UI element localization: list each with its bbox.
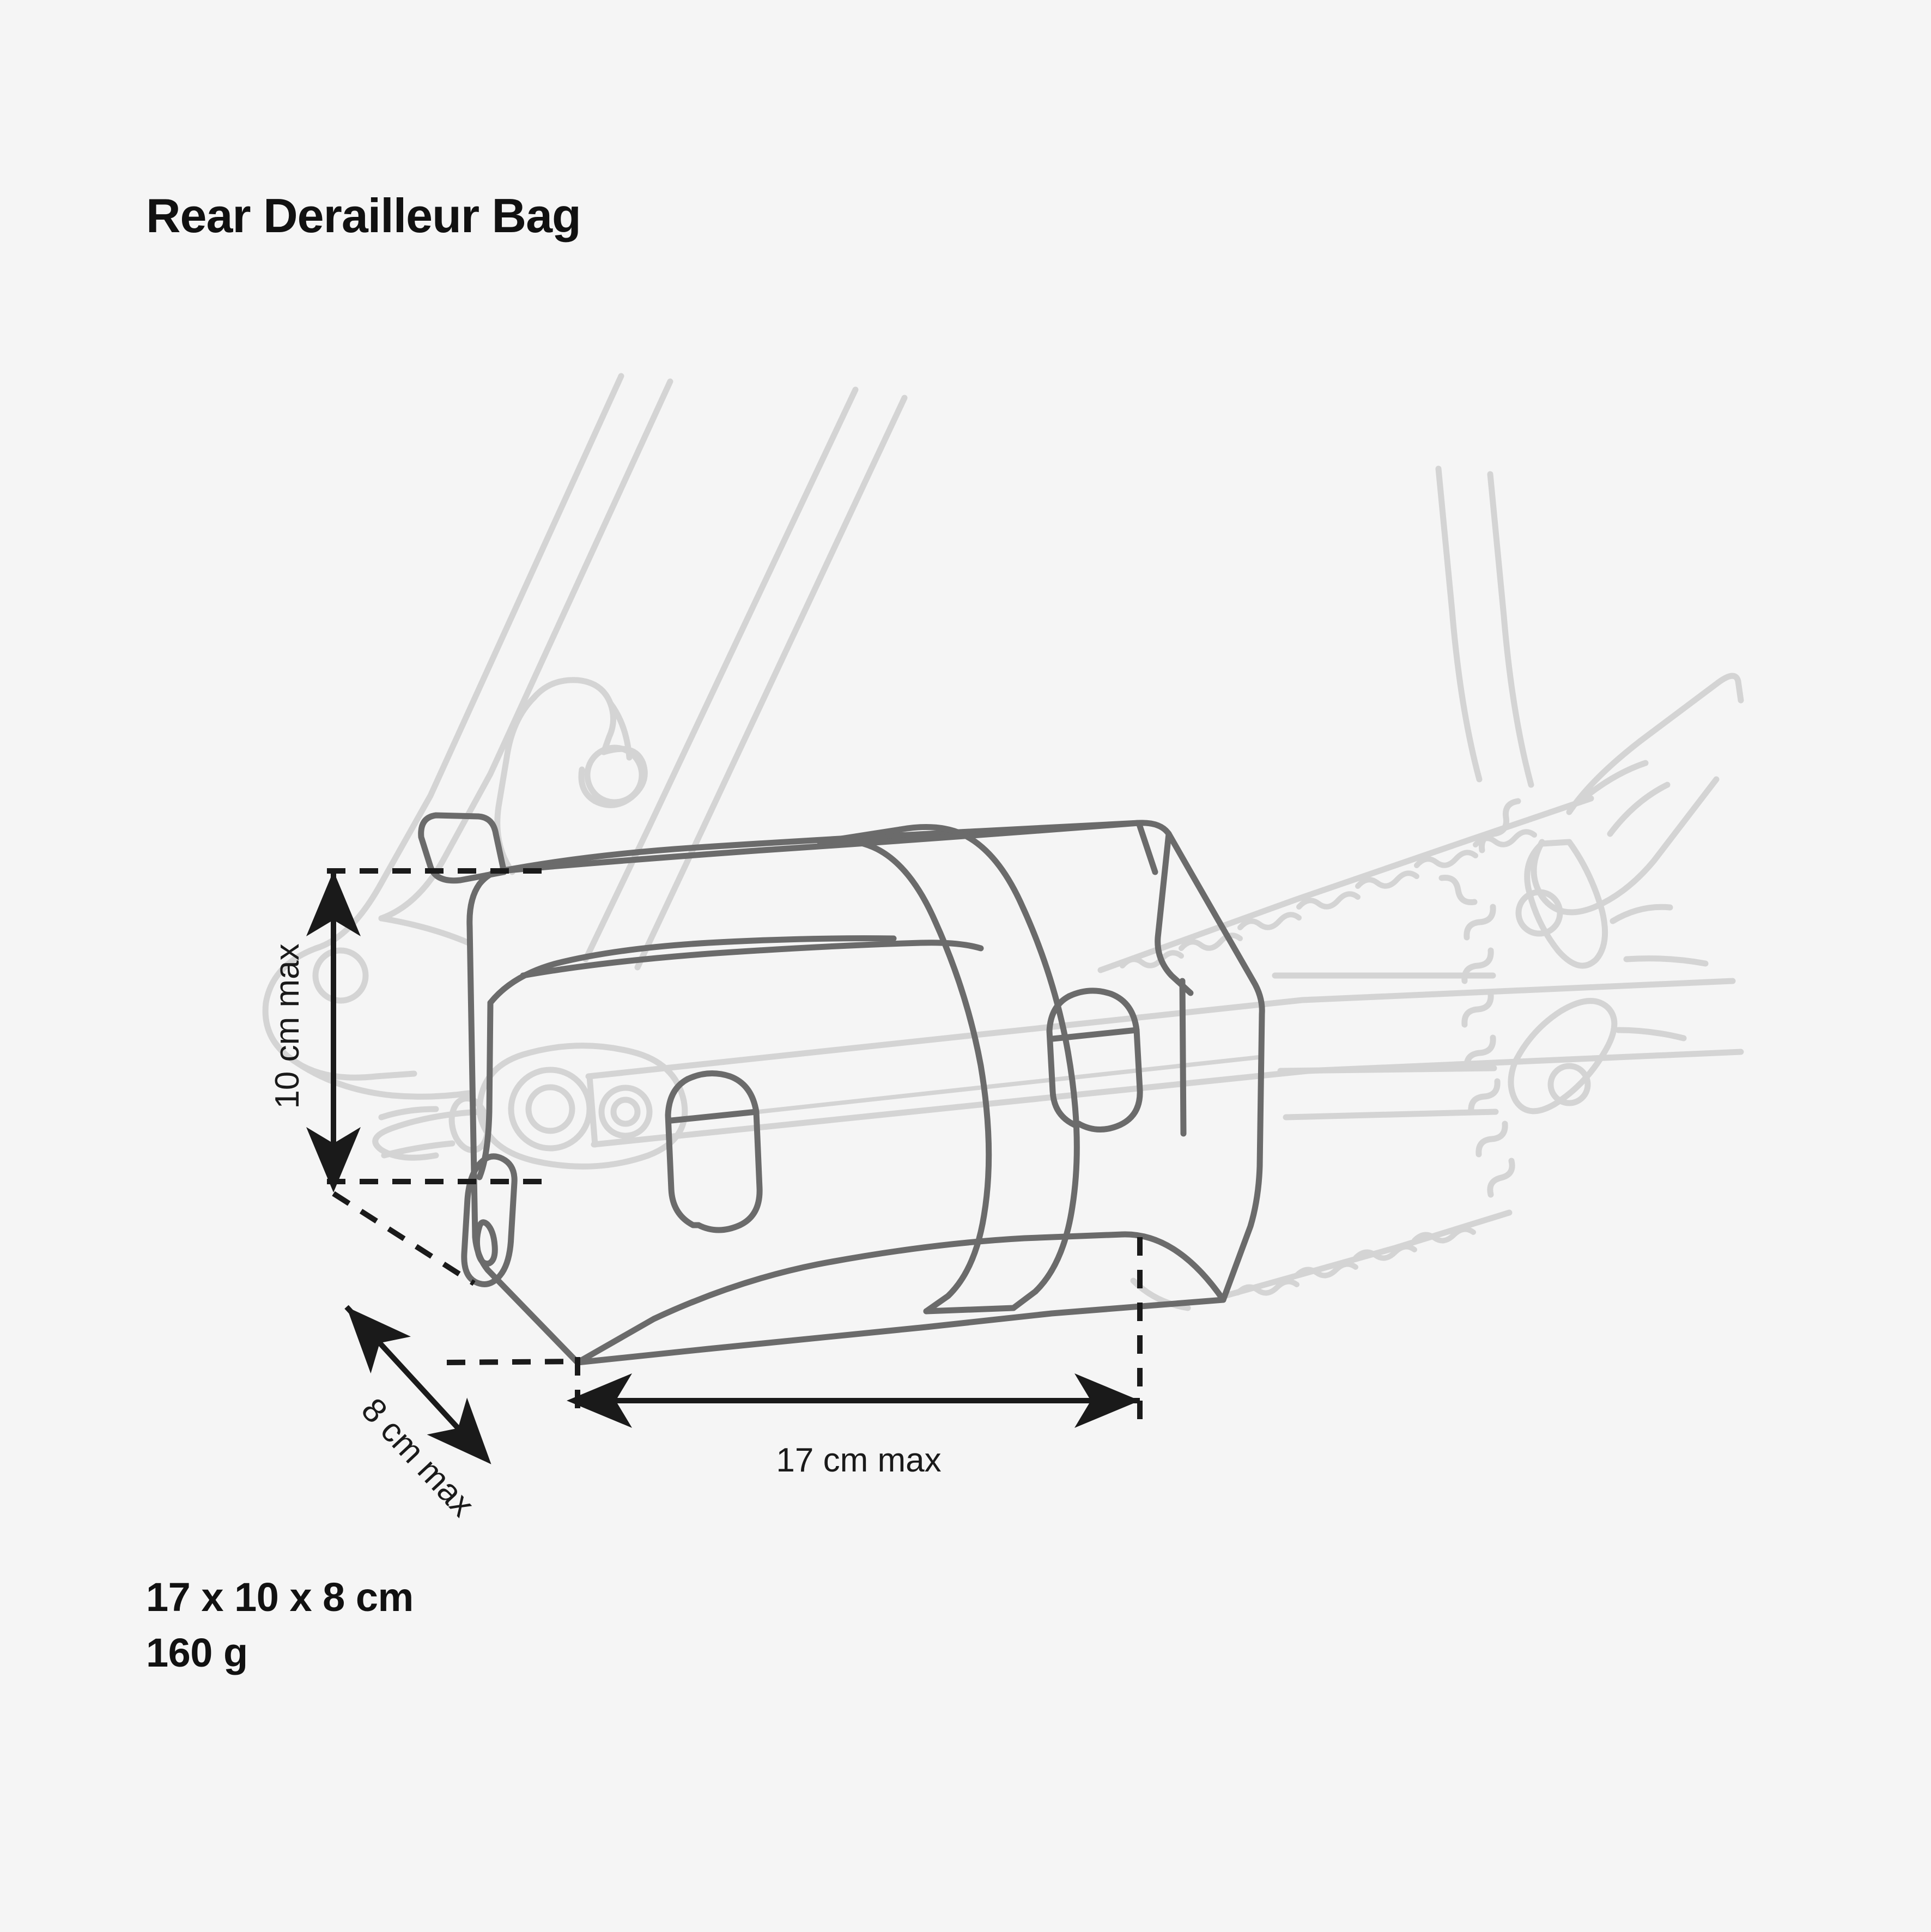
strap-loop-right [1046, 988, 1143, 1132]
derailleur-pulley-cage [476, 1043, 688, 1170]
bicycle-chain-lower [1217, 1209, 1513, 1300]
spec-dimensions: 17 x 10 x 8 cm [146, 1574, 414, 1620]
chain-stay-upper-tube [582, 386, 908, 971]
bag-top-seam [498, 820, 1142, 874]
bag-zipper-seam [520, 940, 984, 979]
seat-stay-right-tube [1435, 465, 1534, 788]
product-specs: 17 x 10 x 8 cm 160 g [146, 1570, 414, 1681]
bicycle-frame-illustration [262, 373, 1744, 1311]
bag-bottom-gusset [574, 1231, 1126, 1366]
depth-label: 8 cm max [354, 1391, 482, 1524]
page-title: Rear Derailleur Bag [146, 189, 581, 243]
chain-links-upper [1120, 829, 1537, 968]
bag-zipper-seam-secondary [487, 935, 897, 1006]
bag-bottom-right-edge [1119, 1231, 1226, 1303]
chainring [1272, 673, 1744, 1198]
strap-loop-center [665, 1070, 763, 1233]
bag-zipper-curve [476, 1000, 494, 1180]
dimension-depth: 8 cm max [332, 1191, 579, 1524]
depth-arrow-line [344, 1305, 491, 1464]
height-label: 10 cm max [269, 943, 306, 1109]
bicycle-chain-upper [1097, 795, 1594, 973]
spec-weight: 160 g [146, 1630, 248, 1676]
bag-right-end-fold [1155, 831, 1194, 996]
dimension-length: 17 cm max [567, 1237, 1143, 1479]
length-label: 17 cm max [776, 1442, 941, 1479]
bag-attachment-tab [418, 812, 507, 884]
chain-links-lower [1235, 1226, 1476, 1296]
dimension-height: 10 cm max [269, 868, 545, 1192]
derailleur-bag-illustration [418, 812, 1265, 1366]
zipper-pull-hole [473, 1219, 498, 1267]
depth-extension-upper [332, 1191, 476, 1286]
bag-right-seam-vertical [1179, 978, 1187, 1137]
depth-extension-lower [446, 1359, 579, 1365]
bag-body-outline [466, 820, 1265, 1366]
bag-chainstay-notch [1135, 820, 1158, 875]
zipper-pull [461, 1153, 518, 1287]
